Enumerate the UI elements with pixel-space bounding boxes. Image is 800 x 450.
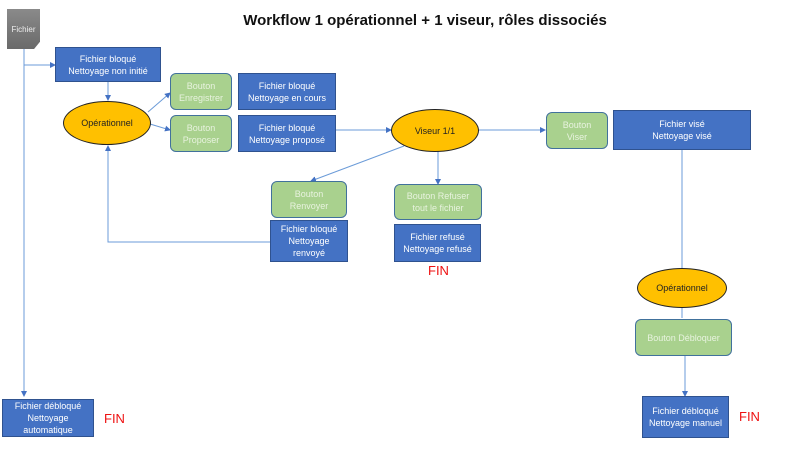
connector-op-to-save xyxy=(147,92,171,113)
end-label-manual: FIN xyxy=(739,409,760,424)
connector-op-to-propose xyxy=(149,123,171,132)
connector-reviewer-to-return xyxy=(310,145,405,183)
diagram-title: Workflow 1 opérationnel + 1 viseur, rôle… xyxy=(243,12,607,29)
document-label: Fichier xyxy=(11,24,36,34)
end-label-rejected: FIN xyxy=(428,263,449,278)
button-reject[interactable]: Bouton Refuser tout le fichier xyxy=(394,184,482,220)
role-operational-1: Opérationnel xyxy=(63,101,151,145)
state-blocked-not-started: Fichier bloqué Nettoyage non initié xyxy=(55,47,161,82)
button-propose[interactable]: Bouton Proposer xyxy=(170,115,232,152)
state-in-progress: Fichier bloqué Nettoyage en cours xyxy=(238,73,336,110)
role-operational-2: Opérationnel xyxy=(637,268,727,308)
document-icon: Fichier xyxy=(7,9,40,49)
role-reviewer: Viseur 1/1 xyxy=(391,109,479,152)
button-return[interactable]: Bouton Renvoyer xyxy=(271,181,347,218)
state-approved: Fichier visé Nettoyage visé xyxy=(613,110,751,150)
connector-returned-to-op xyxy=(105,145,270,243)
end-label-auto: FIN xyxy=(104,411,125,426)
state-returned: Fichier bloqué Nettoyage renvoyé xyxy=(270,220,348,262)
button-unlock[interactable]: Bouton Débloquer xyxy=(635,319,732,356)
state-rejected: Fichier refusé Nettoyage refusé xyxy=(394,224,481,262)
state-proposed: Fichier bloqué Nettoyage proposé xyxy=(238,115,336,152)
state-unlocked-auto: Fichier débloqué Nettoyage automatique xyxy=(2,399,94,437)
button-approve[interactable]: Bouton Viser xyxy=(546,112,608,149)
state-unlocked-manual: Fichier débloqué Nettoyage manuel xyxy=(642,396,729,438)
button-save[interactable]: Bouton Enregistrer xyxy=(170,73,232,110)
